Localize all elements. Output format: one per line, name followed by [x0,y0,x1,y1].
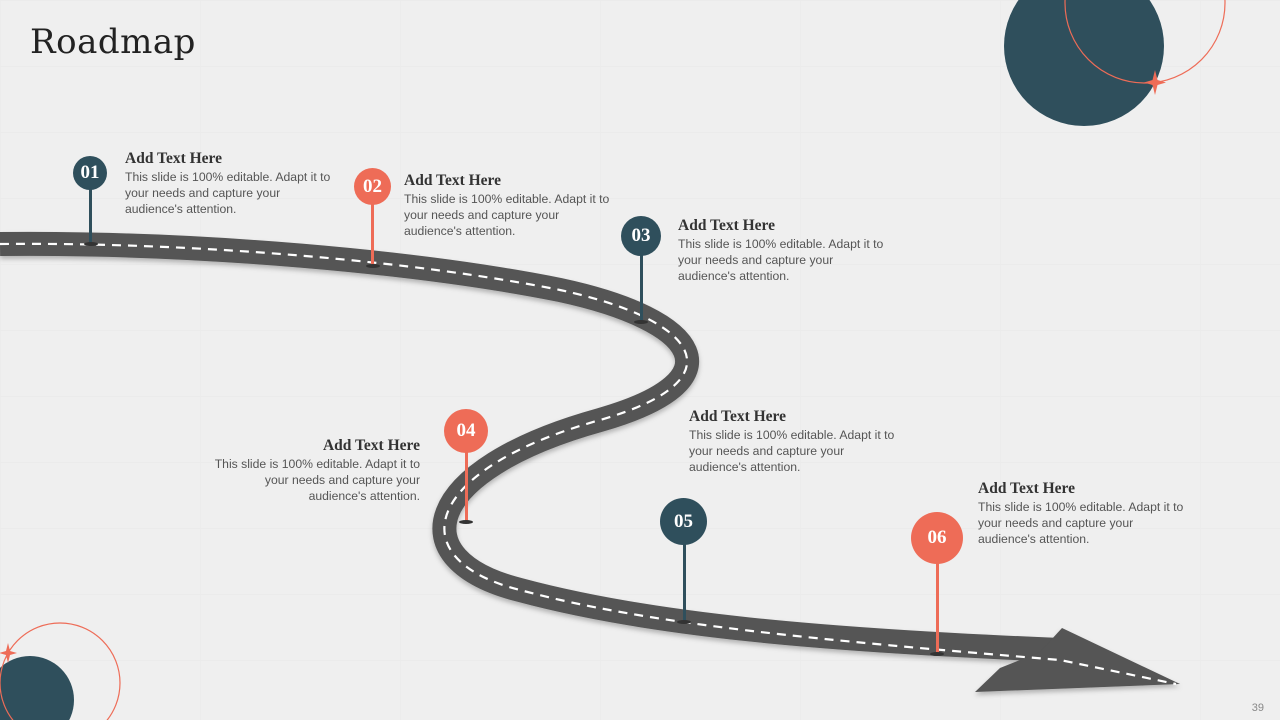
milestone-02-heading: Add Text Here [404,172,502,189]
decorative-circles-bottom-left [0,622,121,720]
milestone-01-stem [89,186,92,244]
milestone-01-foot [84,242,98,246]
page-number: 39 [1251,702,1264,714]
milestone-05-foot [677,620,691,624]
milestone-05-text: Add Text Here This slide is 100% editabl… [689,408,904,475]
milestone-03-heading: Add Text Here [678,217,776,234]
milestone-03-foot [634,320,648,324]
milestone-06-number: 06 [927,527,947,548]
milestone-01-marker[interactable]: 01 [73,156,107,190]
milestone-06-foot [930,652,944,656]
milestone-05-number: 05 [674,510,693,532]
milestone-06-stem [936,560,939,654]
milestone-05-heading: Add Text Here [689,408,787,425]
milestone-06-marker[interactable]: 06 [911,512,963,564]
milestone-01-body: This slide is 100% editable. Adapt it to… [125,170,331,216]
milestone-04-marker[interactable]: 04 [444,409,488,453]
milestone-02-stem [371,200,374,266]
milestone-03-number: 03 [631,225,651,246]
milestone-03-text: Add Text Here This slide is 100% editabl… [678,217,893,284]
milestone-03-marker[interactable]: 03 [621,216,661,256]
milestone-01-text: Add Text Here This slide is 100% editabl… [125,150,340,217]
milestone-03-body: This slide is 100% editable. Adapt it to… [678,237,884,283]
milestone-02-marker[interactable]: 02 [354,168,391,205]
decorative-circles-top-right [1004,0,1226,126]
milestone-04-number: 04 [456,420,476,441]
milestone-04-foot [459,520,473,524]
milestone-01-number: 01 [80,162,100,183]
milestone-04-stem [465,448,468,522]
milestone-04-heading: Add Text Here [322,437,420,454]
milestone-03-stem [640,250,643,322]
milestone-02-body: This slide is 100% editable. Adapt it to… [404,192,610,238]
milestone-05-marker[interactable]: 05 [660,498,707,545]
milestone-02-foot [366,264,380,268]
milestone-04-text: Add Text Here This slide is 100% editabl… [205,437,420,504]
milestone-06-heading: Add Text Here [978,480,1076,497]
milestone-02-number: 02 [363,175,382,197]
milestone-06-body: This slide is 100% editable. Adapt it to… [978,500,1184,546]
milestone-01-heading: Add Text Here [125,150,223,167]
slide-title: Roadmap [30,22,196,62]
milestone-05-body: This slide is 100% editable. Adapt it to… [689,428,895,474]
milestone-04-body: This slide is 100% editable. Adapt it to… [214,457,420,503]
milestone-05-stem [683,540,686,622]
milestone-02-text: Add Text Here This slide is 100% editabl… [404,172,619,239]
milestone-06-text: Add Text Here This slide is 100% editabl… [978,480,1193,547]
